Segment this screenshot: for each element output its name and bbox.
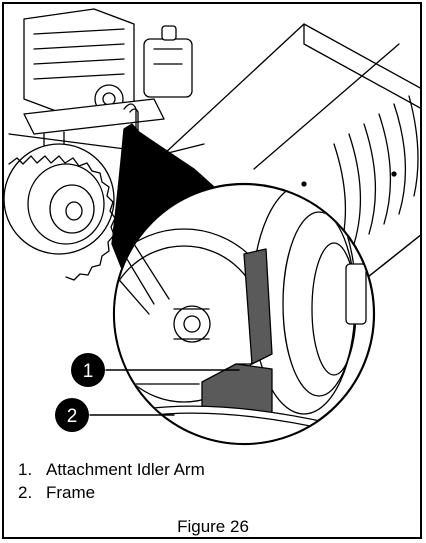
figure-caption: Figure 26 <box>177 517 249 536</box>
legend-number: 2. <box>18 483 33 502</box>
legend-label: Frame <box>46 483 96 502</box>
callout-2: 2 <box>55 398 89 432</box>
attachment-idler-arm <box>243 248 273 365</box>
snowblower-illustration: 1 2 <box>4 8 420 446</box>
legend-label: Attachment Idler Arm <box>46 460 205 479</box>
engine <box>8 8 205 155</box>
svg-text:1: 1 <box>83 361 94 382</box>
figure-frame: 1 2 1. Attachment Idler Arm 2. Frame Figur… <box>2 2 422 539</box>
detail-contents <box>115 185 367 443</box>
legend-number: 1. <box>18 460 33 479</box>
legend: 1. Attachment Idler Arm 2. Frame <box>18 458 205 504</box>
legend-item: 2. Frame <box>18 481 205 504</box>
legend-item: 1. Attachment Idler Arm <box>18 458 205 481</box>
callout-1: 1 <box>71 353 105 387</box>
svg-text:2: 2 <box>67 406 78 427</box>
wheel <box>4 143 116 281</box>
